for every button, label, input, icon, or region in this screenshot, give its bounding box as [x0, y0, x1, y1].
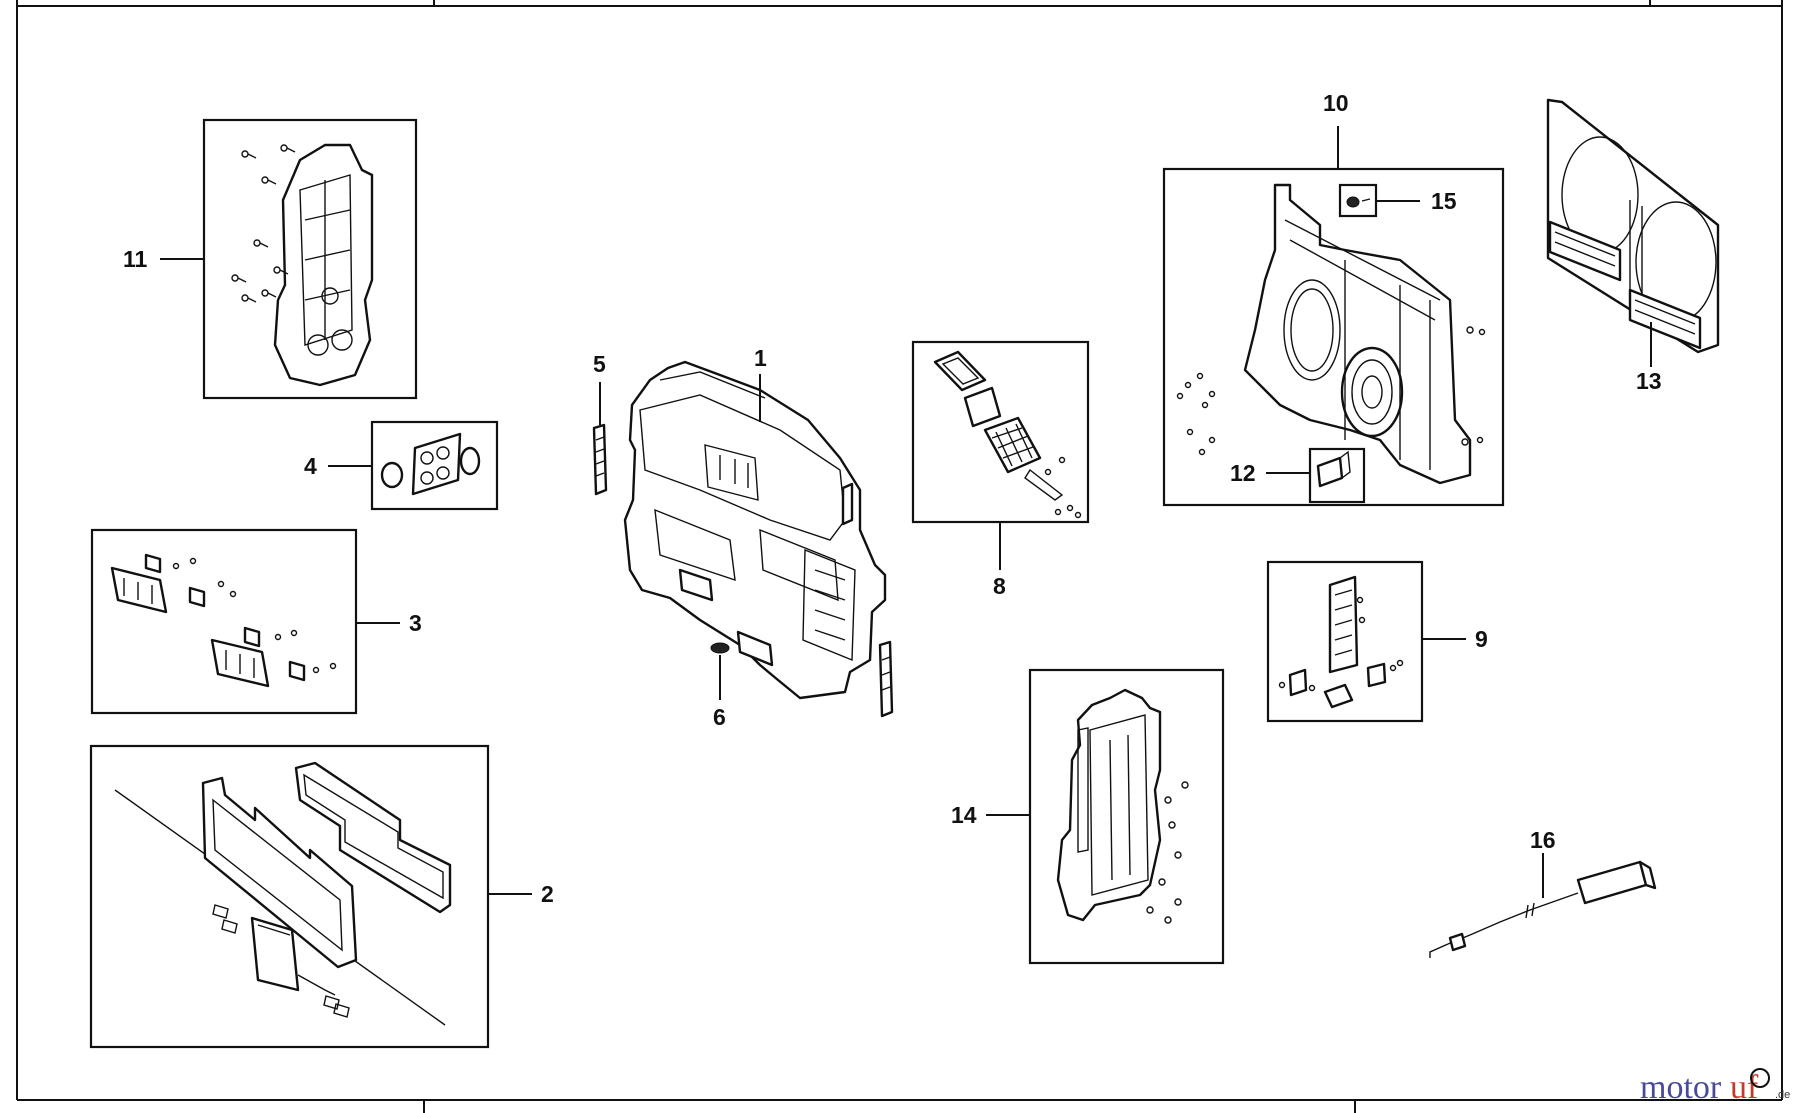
callout-5: 5 [593, 351, 606, 377]
watermark-text-motor: motor [1640, 1069, 1722, 1106]
part-10-speaker-left [1283, 279, 1341, 381]
part-16-adapter [1576, 860, 1648, 905]
callout-3: 3 [409, 610, 422, 636]
callout-2: 2 [541, 881, 554, 907]
part-16-cable [1447, 892, 1579, 945]
callout-8: 8 [993, 573, 1006, 599]
part-10-group: 15 10 12 [1162, 90, 1505, 507]
callout-16: 16 [1530, 827, 1556, 853]
part-3-box [90, 528, 358, 715]
part-2-door-frame [201, 776, 358, 969]
part-3-group: 3 [90, 528, 422, 715]
part-12-grille-panel [1546, 98, 1720, 354]
callout-6: 6 [713, 704, 726, 730]
part-9-box [1266, 560, 1424, 723]
part-10-box [1162, 167, 1505, 507]
part-5-latch-right [878, 640, 894, 718]
part-5-latch [592, 423, 608, 496]
callout-10: 10 [1323, 90, 1349, 116]
part-2-latch [250, 916, 300, 992]
part-4-plate [411, 432, 462, 496]
part-10-baffle [1243, 183, 1472, 485]
part-10-speaker-right [1340, 346, 1404, 438]
part-9-group: 9 [1266, 560, 1488, 723]
part-14-group: 14 [951, 668, 1225, 965]
part-2-box [89, 744, 490, 1049]
copyright-icon [1750, 1068, 1770, 1088]
part-9-board [1328, 575, 1359, 674]
part-13-group: 11 [123, 118, 418, 400]
callout-11: 12 [1230, 460, 1256, 486]
part-1-main-housing [623, 360, 887, 700]
part-6-foot [710, 642, 730, 654]
callout-15: 15 [1431, 188, 1457, 214]
part-6-group: 6 [710, 642, 730, 730]
part-8-grid-board [983, 416, 1042, 474]
part-4-knob-right [459, 446, 481, 476]
part-3-button-strip-1 [110, 566, 168, 614]
part-11-box [1308, 447, 1366, 504]
part-11-bracket [1316, 456, 1344, 488]
part-4-group: 4 [304, 420, 499, 511]
callout-4: 4 [304, 453, 317, 479]
part-8-group: 8 [911, 340, 1090, 599]
part-13-housing [273, 143, 374, 387]
callout-9: 9 [1475, 626, 1488, 652]
watermark-suffix: .de [1775, 1089, 1790, 1101]
callout-14: 14 [951, 802, 977, 828]
part-2-group: 2 [89, 744, 554, 1049]
part-8-screen [933, 350, 987, 392]
part-5-group: 5 [592, 351, 894, 718]
callout-1: 1 [754, 345, 767, 371]
part-14-box [1028, 668, 1225, 965]
part-16-group: 16 [1429, 827, 1657, 958]
part-1-group: 1 [623, 345, 887, 700]
sheet-frame [16, 0, 1783, 1113]
callout-13: 11 [123, 246, 148, 272]
part-4-knob-left [380, 461, 404, 489]
part-15-nut [1346, 196, 1360, 208]
part-12-group: 13 [1546, 98, 1720, 394]
watermark-logo: motor uf .de [1640, 1068, 1790, 1106]
part-2-gasket [294, 761, 452, 914]
watermark-text-uf: uf [1730, 1069, 1759, 1106]
callout-12: 13 [1636, 368, 1662, 394]
